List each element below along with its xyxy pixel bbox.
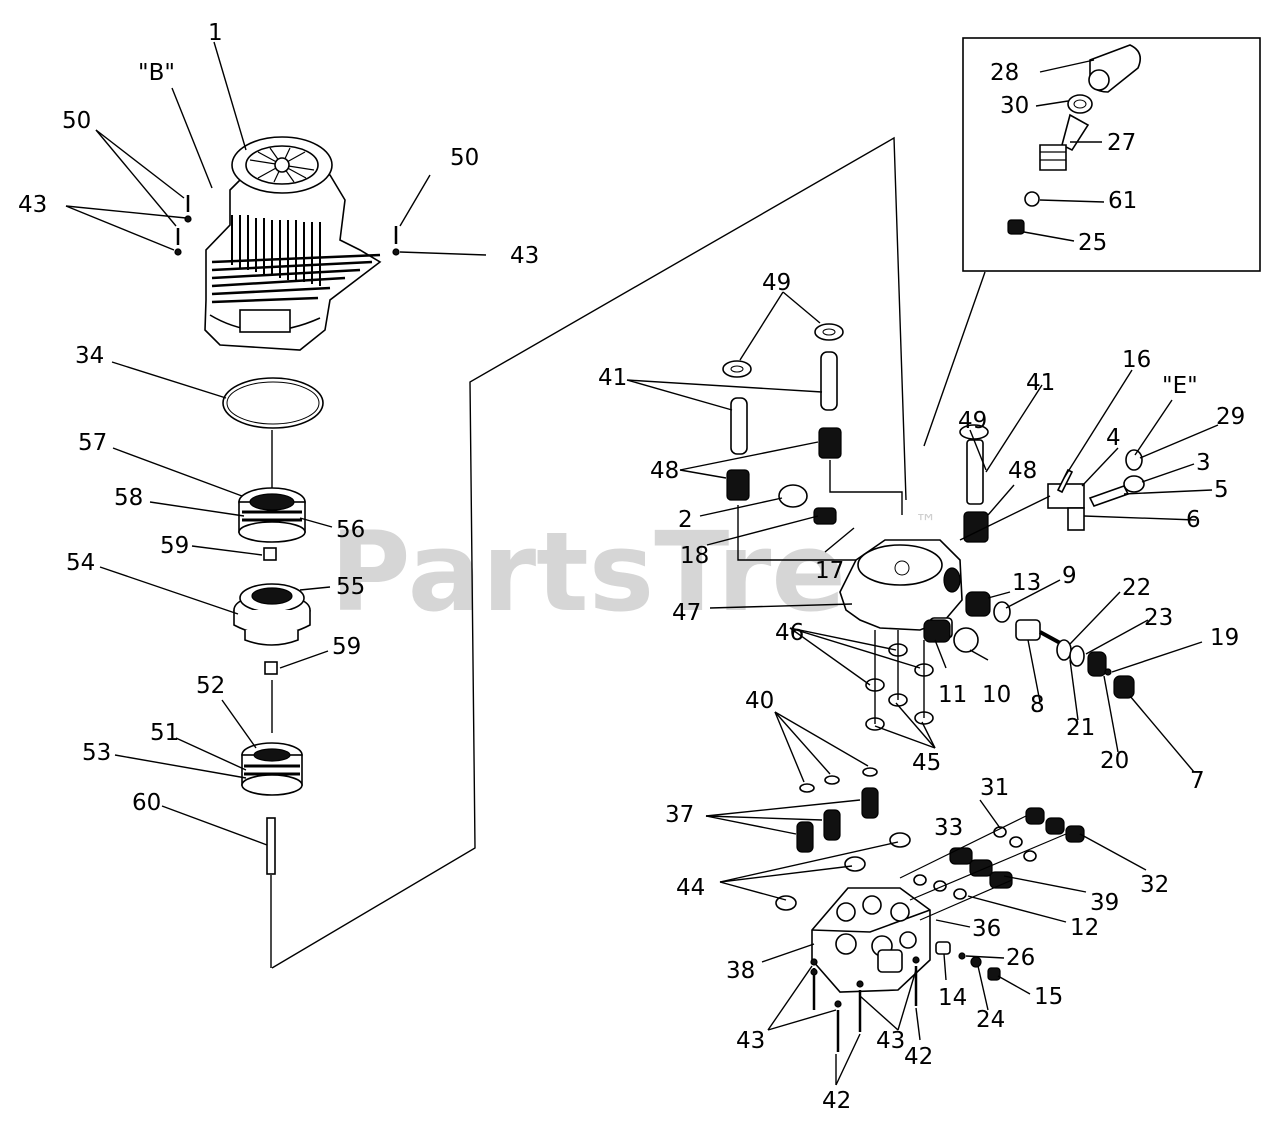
callout-label: 48 [650,458,679,484]
callout-label: 9 [1062,563,1077,589]
callout-label: 47 [672,600,701,626]
callout-label: 2 [678,507,693,533]
callout-label: 13 [1012,570,1041,596]
callout-label: 14 [938,985,967,1011]
callout-label: 19 [1210,625,1239,651]
watermark: PartsTree ™ [330,508,937,636]
callout-label: 45 [912,750,941,776]
callout-label: 59 [332,634,361,660]
watermark-tm: ™ [915,511,937,536]
callout-label: 48 [1008,458,1037,484]
inset-parts [923,44,1141,447]
callout-label: 10 [982,682,1011,708]
callout-label: 15 [1034,984,1063,1010]
callout-label: 50 [62,108,91,134]
callout-label: 53 [82,740,111,766]
callout-label: 43 [736,1028,765,1054]
callout-label: 41 [1026,370,1055,396]
callout-label: 27 [1107,130,1136,156]
callout-label: 61 [1108,188,1137,214]
callout-label: 49 [762,270,791,296]
callout-label: 59 [160,533,189,559]
callout-label: 49 [958,408,987,434]
callout-label: 28 [990,60,1019,86]
callout-label: "B" [138,60,175,86]
callout-label: 33 [934,815,963,841]
callout-label: 52 [196,673,225,699]
callout-label: 26 [1006,945,1035,971]
callout-label: 54 [66,550,95,576]
callout-label: 43 [18,192,47,218]
cylinder-head [775,767,1085,1052]
callout-label: 41 [598,365,627,391]
callout-label: 3 [1196,450,1211,476]
callout-label: 5 [1214,477,1229,503]
callout-label: 11 [938,682,967,708]
callout-label: 46 [775,620,804,646]
callout-label: 31 [980,775,1009,801]
callout-label: 32 [1140,872,1169,898]
callout-label: 25 [1078,230,1107,256]
callout-label: 57 [78,430,107,456]
callout-label: 43 [876,1028,905,1054]
motor-assembly [174,136,400,968]
pump-manifold [722,323,1145,731]
callout-label: 24 [976,1007,1005,1033]
callout-label: 20 [1100,748,1129,774]
callout-label: 4 [1106,425,1121,451]
callout-label: 6 [1186,507,1201,533]
callout-label: 21 [1066,715,1095,741]
callout-label: 51 [150,720,179,746]
callout-label: 50 [450,145,479,171]
callout-label: 8 [1030,692,1045,718]
callout-label: 29 [1216,404,1245,430]
callout-label: 36 [972,916,1001,942]
callout-labels: 1 "B" 50 43 50 43 34 57 58 56 59 54 55 5… [18,20,1245,1114]
left-leaders [65,41,487,846]
callout-label: 43 [510,243,539,269]
callout-label: 17 [815,558,844,584]
callout-label: 55 [336,574,365,600]
callout-label: "E" [1162,373,1198,399]
callout-label: 1 [208,20,223,46]
callout-label: 18 [680,543,709,569]
callout-label: 34 [75,343,104,369]
callout-label: 56 [336,517,365,543]
callout-label: 40 [745,688,774,714]
callout-label: 7 [1190,768,1205,794]
callout-label: 16 [1122,347,1151,373]
callout-label: 30 [1000,93,1029,119]
callout-label: 37 [665,802,694,828]
callout-label: 60 [132,790,161,816]
callout-label: 44 [676,875,705,901]
callout-label: 39 [1090,890,1119,916]
callout-label: 23 [1144,605,1173,631]
middle-leaders [626,291,1219,773]
watermark-text: PartsTree [330,508,921,636]
callout-label: 12 [1070,915,1099,941]
callout-label: 42 [904,1044,933,1070]
callout-label: 38 [726,958,755,984]
callout-label: 22 [1122,575,1151,601]
callout-label: 42 [822,1088,851,1114]
callout-label: 58 [114,485,143,511]
bottom-leaders [705,711,1147,1086]
assembly-outline [271,136,907,969]
inset-frame [962,37,1261,272]
